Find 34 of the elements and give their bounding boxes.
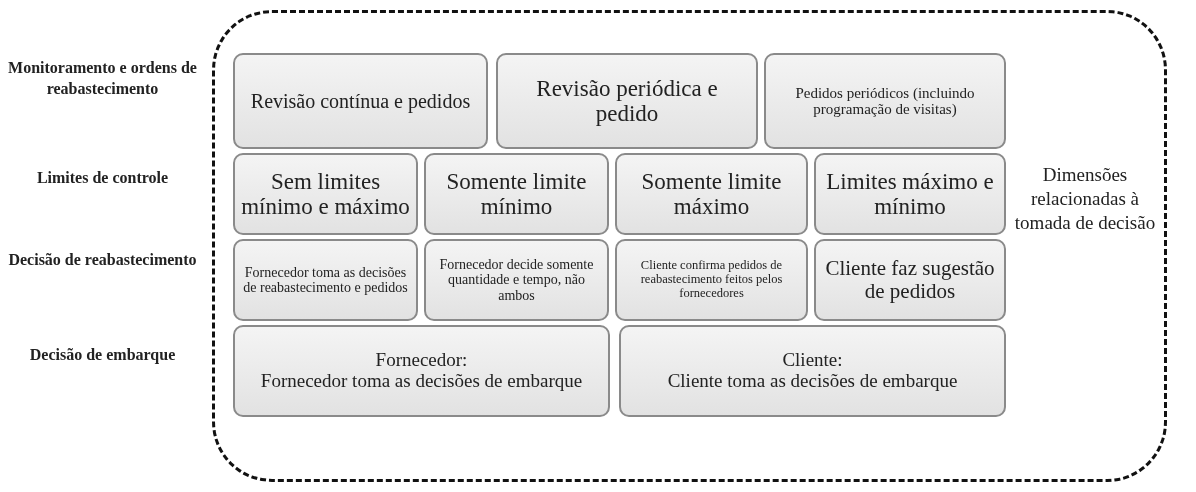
option-box (619, 325, 1006, 417)
option-text: Cliente toma as decisões de embarque (667, 371, 958, 392)
option-heading: Fornecedor: (375, 350, 468, 371)
option-box (233, 53, 488, 149)
option-text: Sem limites mínimo e máximo (241, 168, 410, 220)
option-text: Cliente faz sugestão de pedidos (824, 256, 996, 304)
option-box (814, 153, 1006, 235)
option-text: Somente limite mínimo (445, 168, 588, 220)
option-heading: Cliente: (782, 350, 843, 371)
option-box (814, 239, 1006, 321)
option-text: Somente limite máximo (640, 168, 783, 220)
option-box (424, 153, 609, 235)
row-label: Monitoramento e ordens de reabastecimento (7, 58, 198, 99)
option-box (615, 153, 808, 235)
option-box (764, 53, 1006, 149)
option-text: Pedidos periódicos (incluindo programação de visitas) (794, 84, 976, 118)
frame-title: Dimensões relacionadas à tomada de decisão (1013, 163, 1157, 235)
option-box (233, 239, 418, 321)
option-box (496, 53, 758, 149)
option-text: Cliente confirma pedidos de reabastecimento feitos pelos fornecedores (639, 259, 784, 301)
option-text: Limites máximo e mínimo (825, 168, 995, 220)
option-box (615, 239, 808, 321)
option-text: Revisão contínua e pedidos (250, 90, 471, 112)
dashed-frame (212, 10, 1167, 482)
option-text: Fornecedor toma as decisões de reabastecimento e pedidos (242, 264, 409, 296)
option-text: Revisão periódica e pedido (535, 75, 719, 127)
row-label: Decisão de reabastecimento (7, 250, 198, 270)
option-box (424, 239, 609, 321)
option-text: Fornecedor toma as decisões de embarque (260, 371, 583, 392)
row-label: Limites de controle (35, 168, 170, 188)
option-box (233, 153, 418, 235)
option-box (233, 325, 610, 417)
row-label: Decisão de embarque (28, 345, 177, 366)
option-text: Fornecedor decide somente quantidade e tempo, não ambos (438, 256, 595, 304)
